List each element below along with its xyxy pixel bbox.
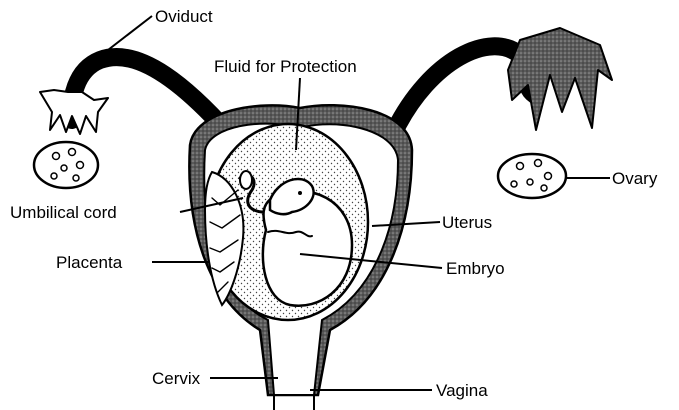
label-oviduct: Oviduct <box>155 7 213 26</box>
left-oviduct <box>40 57 230 135</box>
label-placenta: Placenta <box>56 253 123 272</box>
label-cervix: Cervix <box>152 369 201 388</box>
label-fluid-for-protection: Fluid for Protection <box>214 57 357 76</box>
label-uterus: Uterus <box>442 213 492 232</box>
left-ovary <box>34 142 98 188</box>
right-oviduct <box>395 28 612 130</box>
label-vagina: Vagina <box>436 381 488 400</box>
label-umbilical-cord: Umbilical cord <box>10 203 117 222</box>
right-ovary <box>498 154 566 198</box>
vaginal-canal <box>274 395 314 410</box>
label-ovary: Ovary <box>612 169 658 188</box>
label-embryo: Embryo <box>446 259 505 278</box>
